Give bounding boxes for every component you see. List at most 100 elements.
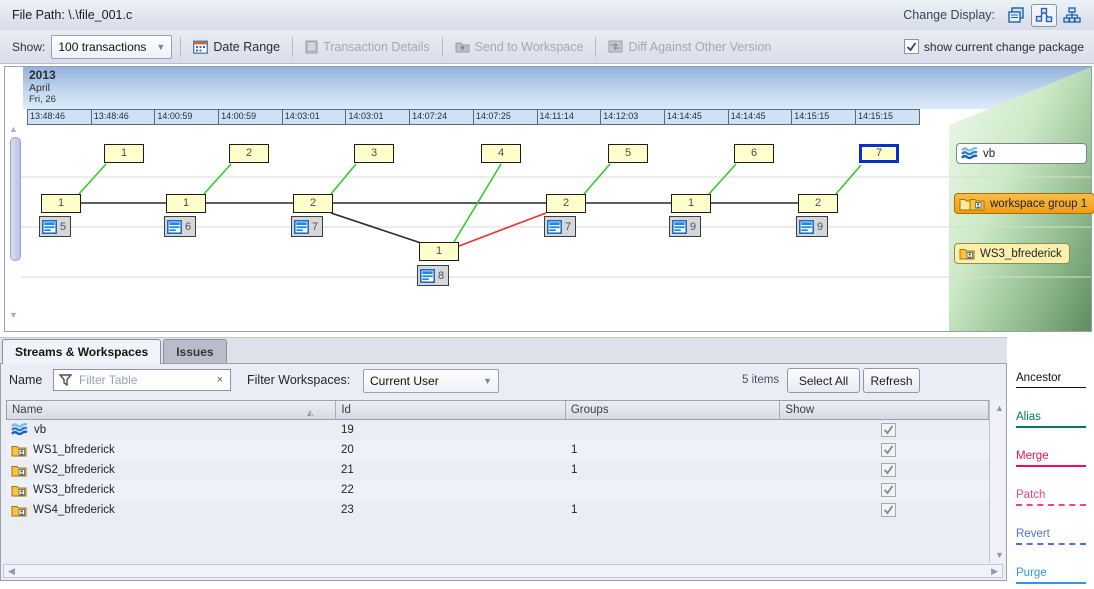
tab-streams-workspaces[interactable]: Streams & Workspaces (2, 339, 162, 364)
diff-against-other-version-label: Diff Against Other Version (628, 39, 772, 54)
scroll-down-icon[interactable]: ▼ (9, 310, 18, 320)
table-horizontal-scrollbar[interactable]: ◀ ▶ (3, 564, 1003, 578)
version-node[interactable]: 3 (354, 144, 394, 163)
ancestor-edge (330, 212, 422, 244)
version-node[interactable]: 1 (671, 194, 711, 213)
stream-label-ws3-bfrederick[interactable]: WS3_bfrederick (954, 243, 1070, 264)
scroll-right-icon[interactable]: ▶ (991, 566, 998, 576)
transaction-number: 9 (690, 220, 697, 233)
show-checkbox-checked[interactable] (880, 443, 896, 457)
version-node[interactable]: 1 (166, 194, 206, 213)
transaction-box[interactable]: 5 (39, 216, 72, 237)
show-checkbox-checked[interactable] (880, 423, 896, 437)
file-path-label: File Path: \.\file_001.c (12, 8, 133, 22)
date-range-button[interactable]: Date Range (189, 37, 284, 57)
timeline-tick: 14:14:45 (727, 110, 792, 124)
promote-edge (583, 163, 611, 195)
streams-workspaces-panel: Name × Filter Workspaces: Current User ▼… (0, 363, 1007, 581)
send-to-workspace-button[interactable]: Send to Workspace (451, 37, 588, 57)
change-display-label: Change Display: (903, 8, 995, 22)
transaction-box[interactable]: 8 (417, 265, 450, 286)
scrollbar-thumb[interactable] (10, 137, 21, 261)
filter-table-input[interactable] (77, 372, 210, 388)
scroll-left-icon[interactable]: ◀ (8, 566, 15, 576)
version-node[interactable]: 1 (104, 144, 144, 163)
select-all-button[interactable]: Select All (787, 368, 860, 393)
legend-line-sample (1016, 504, 1086, 506)
cell-id: 22 (341, 484, 354, 496)
legend-label: Alias (1016, 411, 1041, 423)
version-node[interactable]: 2 (293, 194, 333, 213)
legend-label: Patch (1016, 489, 1046, 501)
timeline-tick: 13:48:46 (90, 110, 155, 124)
stream-label-workspace-group-1[interactable]: workspace group 1 (954, 193, 1094, 214)
row-name: WS1_bfrederick (33, 444, 115, 456)
stream-tree-icon[interactable] (1060, 5, 1084, 26)
column-header-id[interactable]: Id (336, 401, 566, 419)
transaction-details-button[interactable]: Transaction Details (301, 37, 434, 57)
refresh-button[interactable]: Refresh (863, 368, 920, 393)
workspace-folder-icon (11, 504, 27, 517)
transaction-details-label: Transaction Details (323, 39, 430, 54)
stream-label-vb[interactable]: vb (956, 143, 1087, 164)
timeline-day: Fri, 26 (29, 94, 56, 105)
column-header-show[interactable]: Show (780, 401, 989, 419)
transaction-box[interactable]: 7 (544, 216, 577, 237)
timeline-tick: 14:15:15 (854, 110, 919, 124)
workspace-folder-icon (11, 464, 27, 477)
transaction-box[interactable]: 6 (164, 216, 197, 237)
version-node[interactable]: 1 (41, 194, 81, 213)
timeline-tick: 14:07:24 (409, 110, 473, 124)
transaction-box[interactable]: 7 (291, 216, 324, 237)
timeline-month: April (29, 82, 51, 94)
graph-vertical-scrollbar[interactable]: ▲ ▼ (7, 123, 22, 331)
cell-name: vb (6, 420, 336, 440)
clear-filter-icon[interactable]: × (216, 374, 223, 386)
version-node[interactable]: 4 (481, 144, 521, 163)
date-range-label: Date Range (213, 39, 281, 54)
version-node[interactable]: 1 (419, 242, 459, 261)
cell-groups: 1 (571, 444, 578, 456)
legend-line-sample (1016, 543, 1086, 545)
scroll-up-icon[interactable]: ▲ (995, 403, 1004, 413)
timeline-tick: 14:14:45 (663, 110, 728, 124)
timeline-tick: 14:11:14 (536, 110, 601, 124)
version-graph-icon[interactable] (1031, 3, 1057, 27)
show-checkbox-checked[interactable] (880, 503, 896, 517)
column-header-name[interactable]: Name◭ (7, 401, 337, 419)
legend-line-sample (1016, 465, 1086, 467)
version-node[interactable]: 6 (734, 144, 774, 163)
send-folder-icon (455, 40, 470, 53)
version-node[interactable]: 2 (229, 144, 269, 163)
timeline-tick: 14:00:59 (218, 110, 282, 124)
row-name: WS3_bfrederick (33, 484, 115, 496)
transaction-box[interactable]: 9 (669, 216, 702, 237)
version-node[interactable]: 2 (798, 194, 838, 213)
scroll-up-icon[interactable]: ▲ (9, 124, 18, 134)
filter-workspaces-select[interactable]: Current User ▼ (363, 369, 499, 393)
timeline-tick: 14:07:25 (472, 110, 537, 124)
transaction-box[interactable]: 9 (796, 216, 829, 237)
scroll-down-icon[interactable]: ▼ (995, 550, 1004, 560)
show-change-package-checkbox[interactable] (903, 39, 919, 54)
version-node-selected[interactable]: 7 (859, 144, 899, 163)
version-node[interactable]: 2 (546, 194, 586, 213)
transactions-count-select[interactable]: 100 transactions ▼ (51, 34, 173, 59)
show-checkbox-checked[interactable] (880, 463, 896, 477)
version-node[interactable]: 5 (608, 144, 648, 163)
table-row-ws3_bfrederick[interactable]: WS3_bfrederick 22 (6, 480, 990, 500)
diff-against-other-version-button[interactable]: Diff Against Other Version (604, 37, 775, 57)
tab-issues[interactable]: Issues (163, 339, 227, 364)
copy-stack-icon[interactable] (1004, 5, 1028, 26)
timeline-header: 2013 April Fri, 26 (23, 67, 1091, 109)
column-header-groups[interactable]: Groups (566, 401, 781, 419)
transaction-number: 7 (312, 220, 319, 233)
legend-purge: Purge (1016, 567, 1088, 584)
table-vertical-scrollbar[interactable]: ▲ ▼ (989, 400, 1005, 563)
show-checkbox-checked[interactable] (880, 483, 896, 497)
